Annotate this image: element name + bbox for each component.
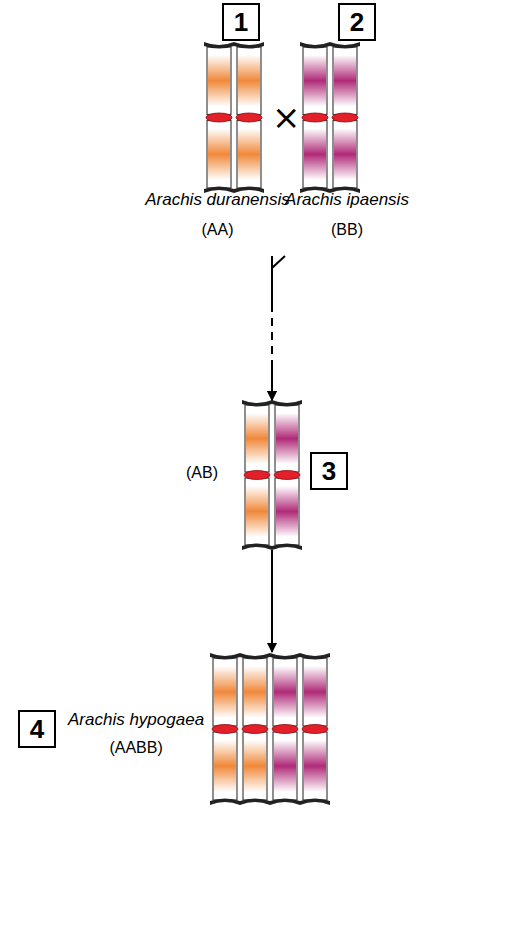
species-group: Arachis duranensis (AA) — [141, 44, 294, 256]
chromosome — [210, 653, 240, 805]
species-group: (AB) — [180, 400, 305, 550]
genome-label: (AB) — [186, 463, 218, 483]
chromosome — [204, 42, 234, 193]
callout-number: 4 — [18, 710, 56, 748]
species-group: Arachis ipaensis (BB) — [281, 44, 413, 256]
species-name: Arachis duranensis — [145, 190, 290, 210]
cross-sign: × — [272, 100, 301, 134]
chromosome — [234, 42, 264, 193]
chromosome — [240, 653, 270, 805]
species-name: Arachis ipaensis — [285, 190, 409, 210]
genome-label: (AA) — [202, 220, 234, 240]
species-group: Arachis hypogaea (AABB) — [62, 652, 334, 804]
flow-arrow — [272, 256, 285, 400]
callout-number: 1 — [222, 3, 260, 41]
chromosome — [300, 653, 330, 805]
chromosome — [242, 400, 272, 550]
callout-number: 2 — [338, 3, 376, 41]
chromosome — [270, 653, 300, 805]
species-name: Arachis hypogaea — [68, 710, 204, 730]
callout-number: 3 — [310, 452, 348, 490]
genome-label: (BB) — [331, 220, 363, 240]
chromosome — [272, 400, 302, 550]
chromosome — [330, 42, 360, 193]
genome-label: (AABB) — [109, 738, 162, 758]
chromosome — [300, 42, 330, 193]
flow-arrow — [271, 550, 273, 652]
